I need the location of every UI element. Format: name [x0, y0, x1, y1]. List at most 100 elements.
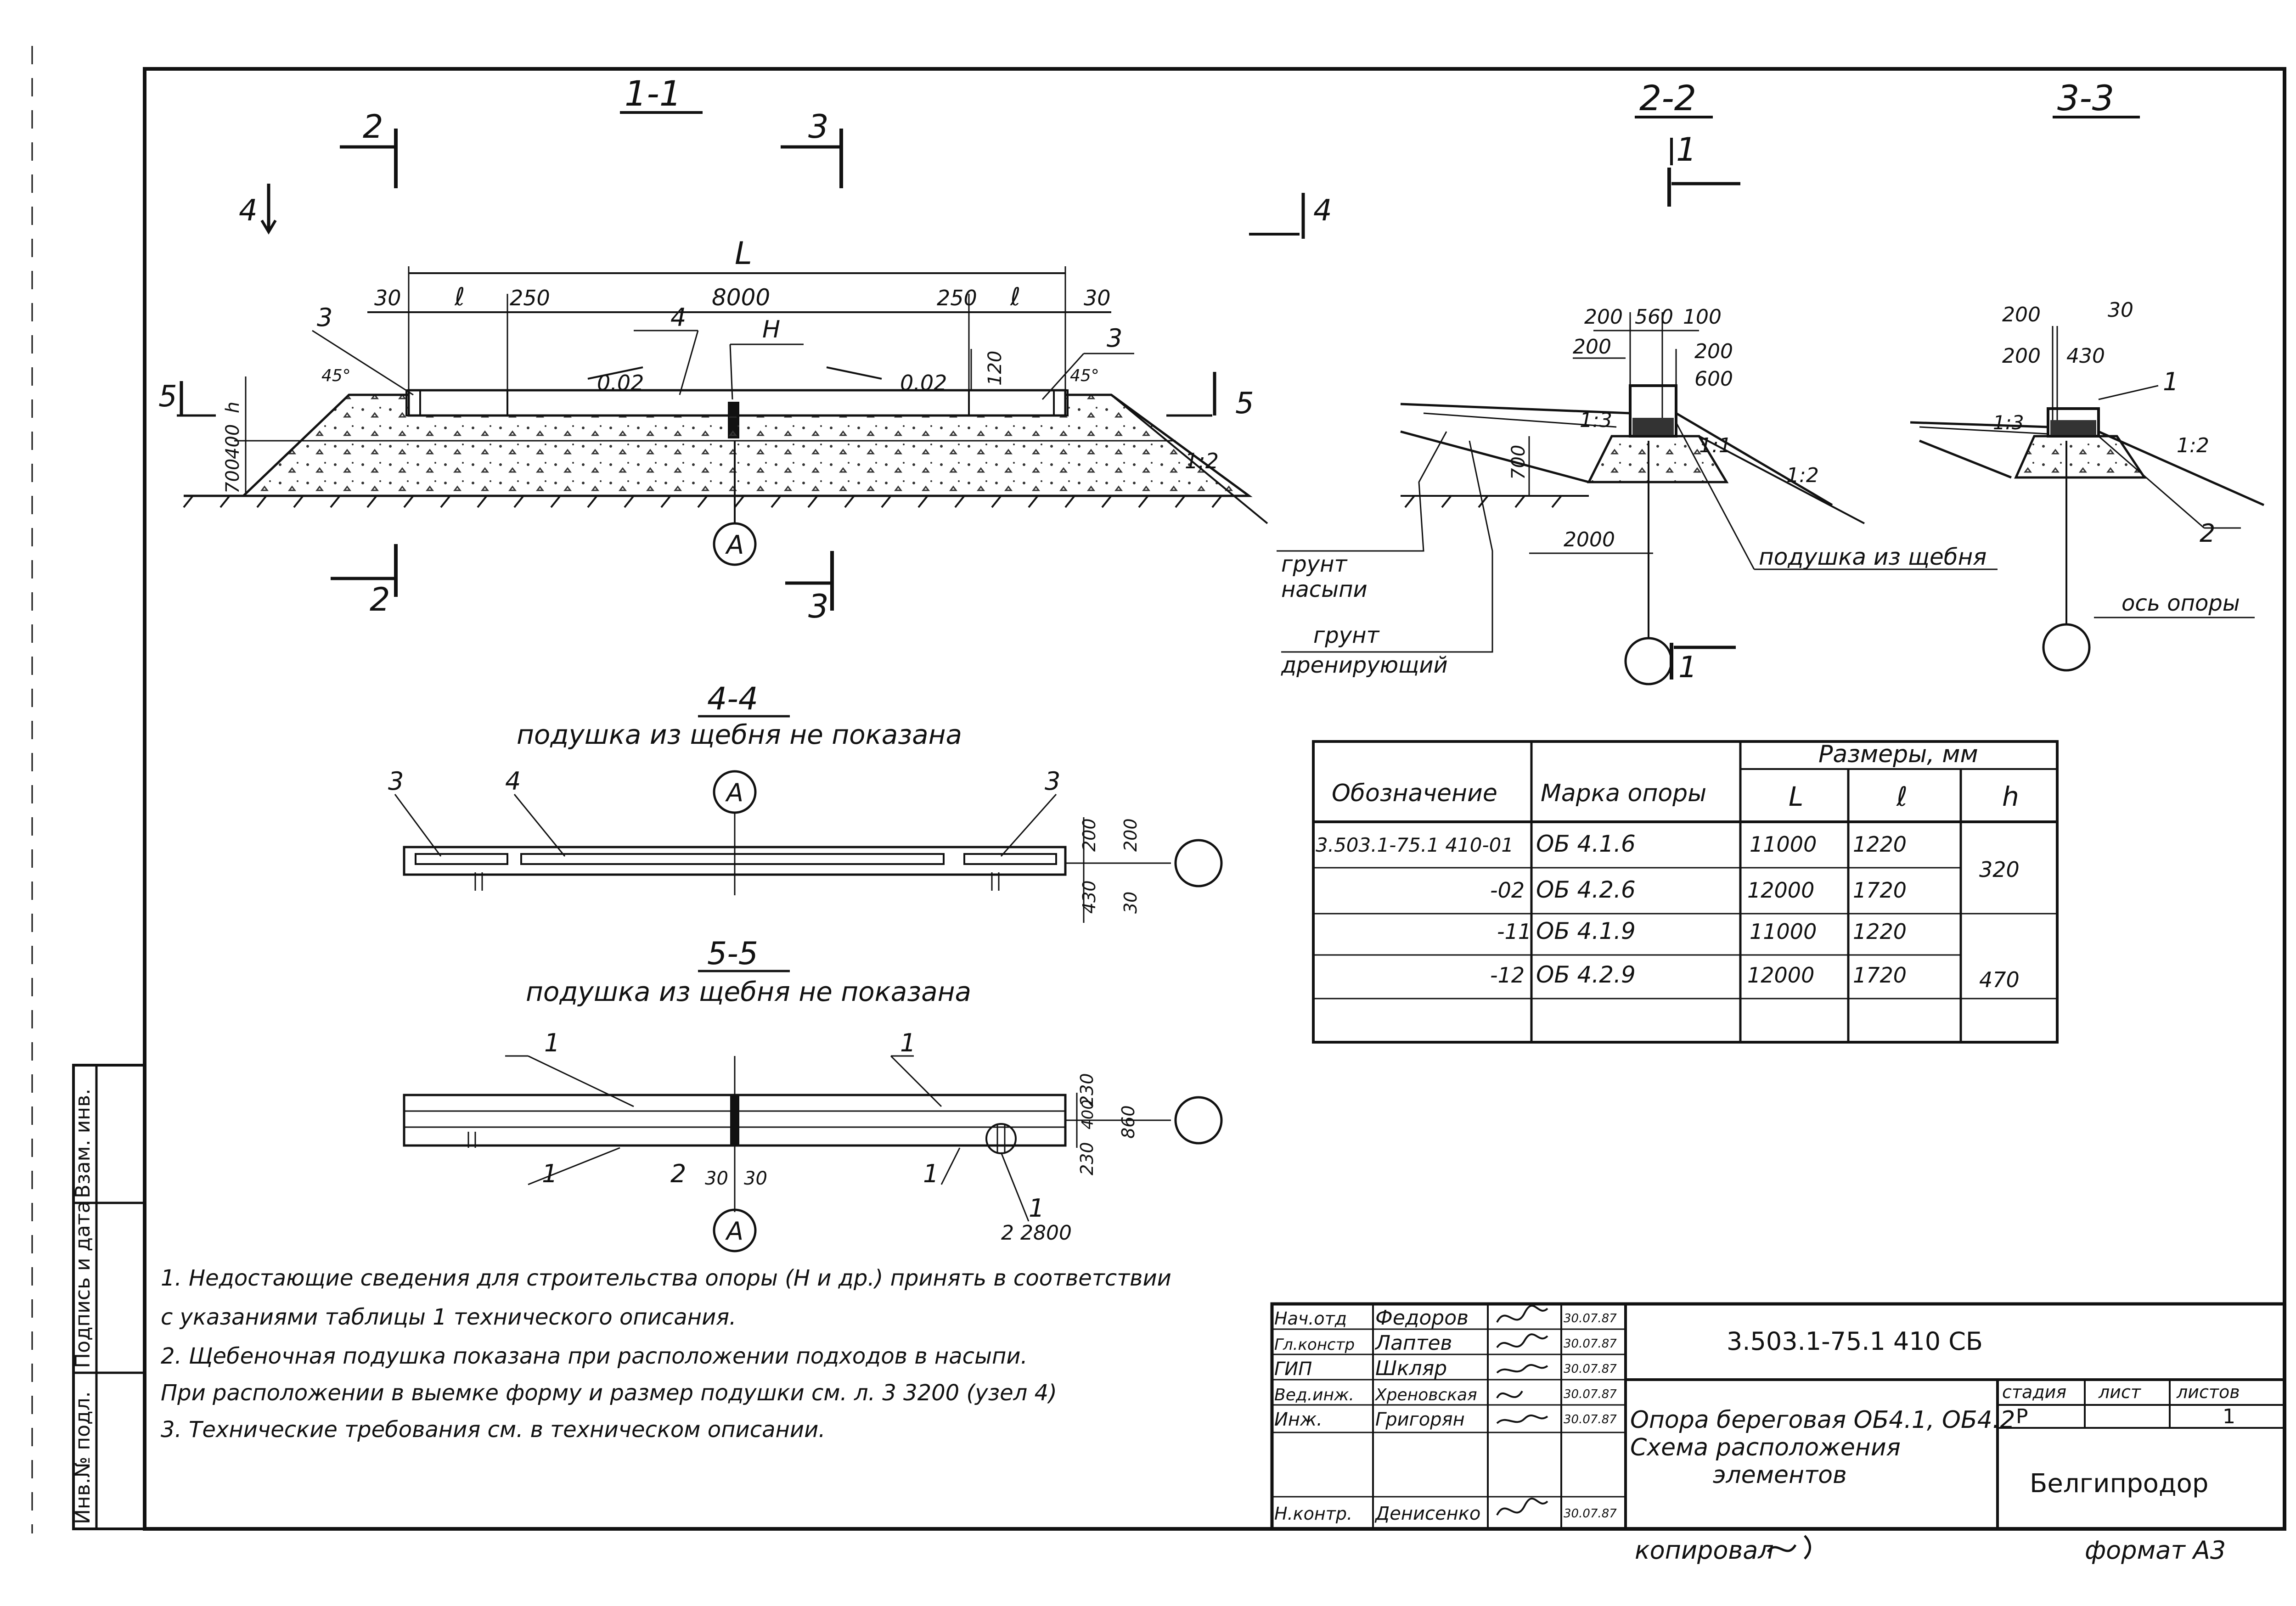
date-5: 30.07.87 — [1564, 1507, 1617, 1521]
dim-2-2-2000: 2000 — [1564, 528, 1615, 551]
role-3: Вед.инж. — [1274, 1386, 1354, 1404]
cut-marker-4-left: 4 — [239, 184, 277, 235]
callout-5-5-2: 2 — [670, 1159, 686, 1188]
notes: 1. Недостающие сведения для строительств… — [161, 1265, 1171, 1443]
date-4: 30.07.87 — [1564, 1413, 1617, 1426]
title-block: Нач.отд Гл.констр ГИП Вед.инж. Инж. Н.ко… — [1270, 1302, 2286, 1565]
svg-text:3: 3 — [808, 108, 829, 146]
dim-700: 700 — [222, 459, 243, 494]
dim-4-4-200a: 200 — [1079, 818, 1099, 852]
dim-250-right: 250 — [937, 286, 977, 310]
plan-4-4 — [403, 846, 1067, 876]
dim-5-5-860: 860 — [1118, 1105, 1138, 1139]
dim-2-2-200b: 200 — [1573, 335, 1611, 359]
drawing-code: 3.503.1-75.1 410 СБ — [1727, 1327, 1983, 1356]
signature-4 — [1496, 1414, 1548, 1424]
dim-5-5-230b: 230 — [1077, 1142, 1097, 1175]
date-1: 30.07.87 — [1564, 1337, 1617, 1351]
td-r3-brand: ОБ 4.1.9 — [1536, 918, 1636, 944]
label-drain-soil-1: грунт — [1313, 623, 1380, 648]
td-r2-L: 12000 — [1747, 878, 1814, 903]
role-5: Н.контр. — [1274, 1504, 1352, 1524]
slope-left: 0.02 — [597, 371, 644, 395]
format-label: формат А3 — [2085, 1536, 2226, 1565]
signature-5 — [1496, 1498, 1548, 1516]
td-h-320: 320 — [1979, 857, 2020, 882]
cut-marker-4-right: 4 — [1249, 193, 1332, 239]
td-h-470: 470 — [1979, 967, 2020, 992]
slope-3-3-1-3: 1:3 — [1993, 411, 2024, 434]
dim-3-3-430: 430 — [2066, 344, 2105, 368]
dim-8000: 8000 — [712, 284, 770, 311]
callout-3-left: 3 — [317, 303, 332, 332]
callout-5-5-1c: 1 — [542, 1159, 557, 1188]
td-r3-L: 11000 — [1750, 919, 1817, 944]
cut-marker-3-top: 3 — [781, 108, 843, 188]
dim-4-4-30: 30 — [1120, 892, 1141, 914]
dim-L: L — [735, 236, 752, 272]
role-1: Гл.констр — [1274, 1336, 1355, 1354]
organization: Белгипродор — [2030, 1469, 2208, 1499]
callout-4: 4 — [670, 303, 686, 332]
label-drain-soil-2: дренирующий — [1281, 652, 1448, 678]
td-r1-l: 1220 — [1853, 832, 1907, 857]
name-0: Федоров — [1375, 1306, 1469, 1330]
callout-3-3-1: 1 — [2163, 367, 2178, 396]
drawing-name-3: элементов — [1713, 1461, 1847, 1489]
th-L: L — [1789, 781, 1803, 812]
dim-5-5-30b: 30 — [744, 1168, 767, 1189]
note-line-1: 1. Недостающие сведения для строительств… — [161, 1265, 1171, 1291]
dim-4-4-430: 430 — [1079, 880, 1099, 914]
dim-2-2-200a: 200 — [1584, 305, 1623, 329]
swap-inv-label: Взам. инв. — [71, 1089, 95, 1198]
dim-120: 120 — [985, 351, 1006, 386]
dim-30-left: 30 — [374, 286, 401, 310]
drawing-name-2: Схема расположения — [1630, 1434, 1901, 1461]
slope-1-2-left-view: 1:2 — [1185, 449, 1219, 473]
sheets-value: 1 — [2223, 1405, 2235, 1428]
cut-marker-2-bottom: 2 — [331, 544, 398, 618]
th-h: h — [2002, 781, 2019, 812]
dim-3-3-200a: 200 — [2002, 303, 2041, 326]
td-r2-designation: -02 — [1490, 878, 1525, 903]
label-fill-soil-1: грунт — [1281, 551, 1348, 577]
th-sizes: Размеры, мм — [1818, 741, 1978, 768]
dim-2-2-600: 600 — [1694, 367, 1733, 391]
dim-3-3-200b: 200 — [2002, 344, 2041, 368]
signature-0 — [1496, 1305, 1548, 1323]
td-r4-l: 1720 — [1853, 963, 1907, 988]
section-5-5-title: 5-5 — [707, 936, 758, 972]
signature-2 — [1496, 1364, 1548, 1374]
dim-250-left: 250 — [510, 286, 550, 310]
callout-5-5-1e: 1 — [1029, 1194, 1044, 1223]
slope-3-3-1-2: 1:2 — [2177, 434, 2209, 457]
role-0: Нач.отд — [1274, 1308, 1347, 1329]
dim-2-2-100: 100 — [1683, 305, 1722, 329]
copied-label: копировал — [1635, 1536, 1774, 1565]
axis-A-5-5-label: A — [725, 1217, 743, 1246]
sheet-frame — [143, 67, 2286, 1531]
callout-3-3-2: 2 — [2200, 519, 2215, 548]
svg-text:4: 4 — [1313, 194, 1332, 228]
cut-2-2-bottom: 1 — [1678, 651, 1697, 685]
td-r3-designation: -11 — [1497, 919, 1531, 944]
signature-3 — [1496, 1390, 1523, 1399]
label-support-axis: ось опоры — [2122, 590, 2240, 616]
cut-marker-2-top: 2 — [340, 108, 398, 188]
gravel-cushion-3-3 — [2014, 435, 2147, 479]
dim-5-5-400: 400 — [1079, 1100, 1097, 1129]
callout-5-5-1d: 1 — [923, 1159, 939, 1188]
angle-right: 45° — [1070, 366, 1099, 385]
dim-400: 400 — [222, 424, 243, 459]
date-2: 30.07.87 — [1564, 1362, 1617, 1376]
td-r1-brand: ОБ 4.1.6 — [1536, 831, 1636, 857]
slope-2-2-1-1: 1:1 — [1699, 434, 1732, 457]
section-5-5: 5-5 подушка из щебня не показана A 1 1 1… — [403, 936, 1223, 1252]
th-l: ℓ — [1896, 781, 1908, 812]
callout-4-4-4: 4 — [505, 767, 521, 796]
section-3-3: 3-3 200 30 200 430 1:3 1:2 1 2 ось опоры — [1910, 78, 2265, 672]
section-2-2-title: 2-2 — [1639, 78, 1696, 118]
callout-3-right: 3 — [1107, 324, 1122, 353]
callout-4-4-3a: 3 — [388, 767, 404, 796]
